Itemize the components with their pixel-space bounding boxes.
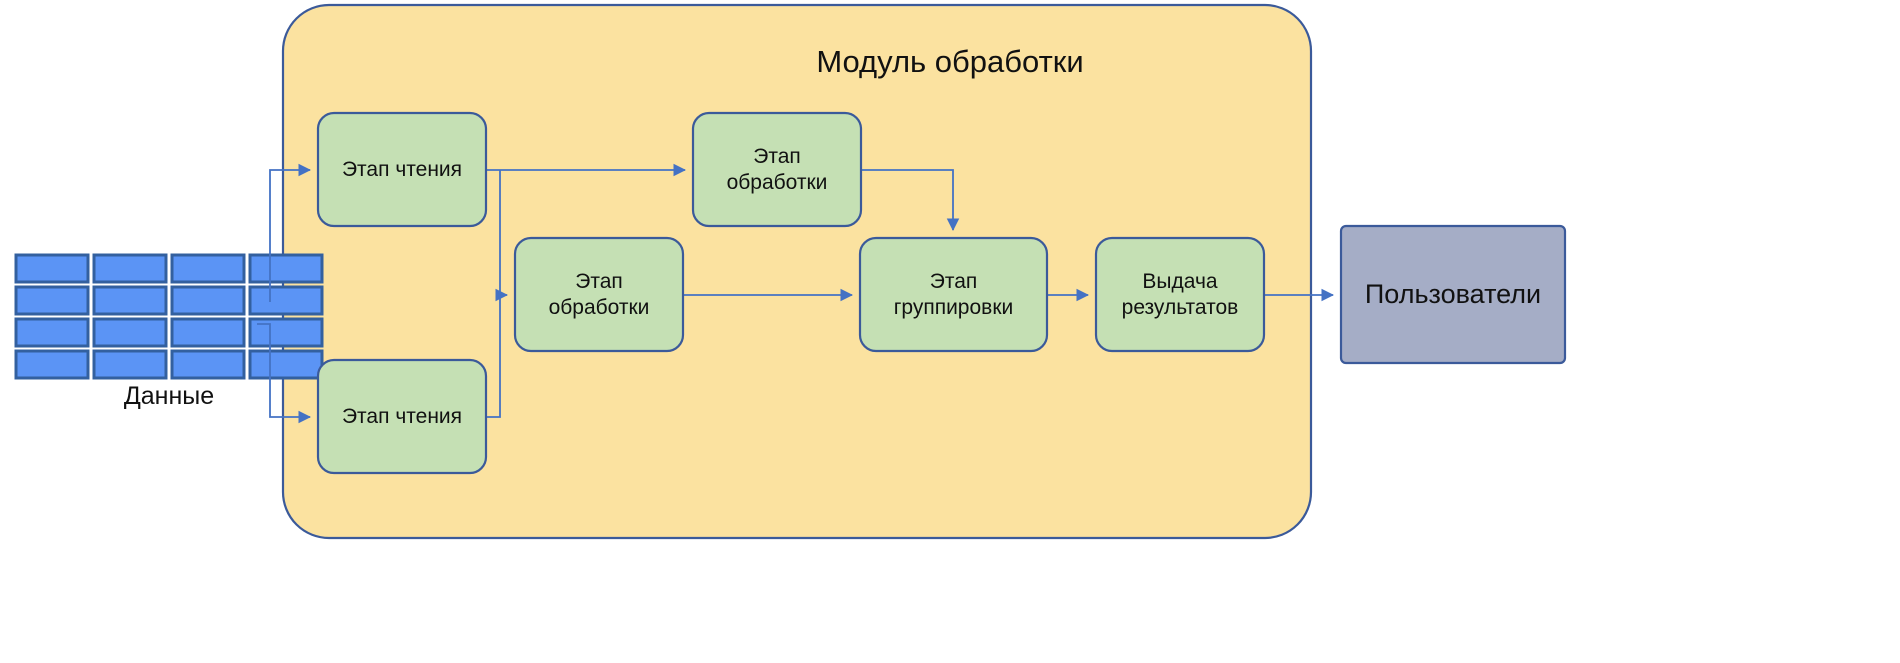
data-block [248,349,324,380]
data-block [248,285,324,316]
stage-box-process-top[interactable] [691,111,863,228]
data-block [170,285,246,316]
edge-read-bottom-to-process-mid [487,295,501,418]
data-grid [14,253,324,380]
data-block [14,317,90,348]
data-block [92,317,168,348]
data-block [248,317,324,348]
edge-data-to-read-bottom [257,323,312,424]
data-block [92,349,168,380]
stage-box-read-bottom[interactable] [316,358,488,475]
data-block [170,253,246,284]
data-block [248,253,324,284]
stage-box-read-top[interactable] [316,111,488,228]
data-block [92,285,168,316]
stage-box-group[interactable] [858,236,1049,353]
module-title: Модуль обработки [816,44,1084,79]
data-block [14,253,90,284]
data-block [170,349,246,380]
edge-data-to-read-top [269,163,312,302]
stage-box-output[interactable] [1094,236,1266,353]
data-block [170,317,246,348]
edge-process-top-to-group [862,169,960,232]
data-block [92,253,168,284]
data-source-caption: Данные [123,382,215,410]
data-block [14,349,90,380]
data-block [14,285,90,316]
consumer-box[interactable] [1339,224,1567,365]
stage-box-process-mid[interactable] [513,236,685,353]
